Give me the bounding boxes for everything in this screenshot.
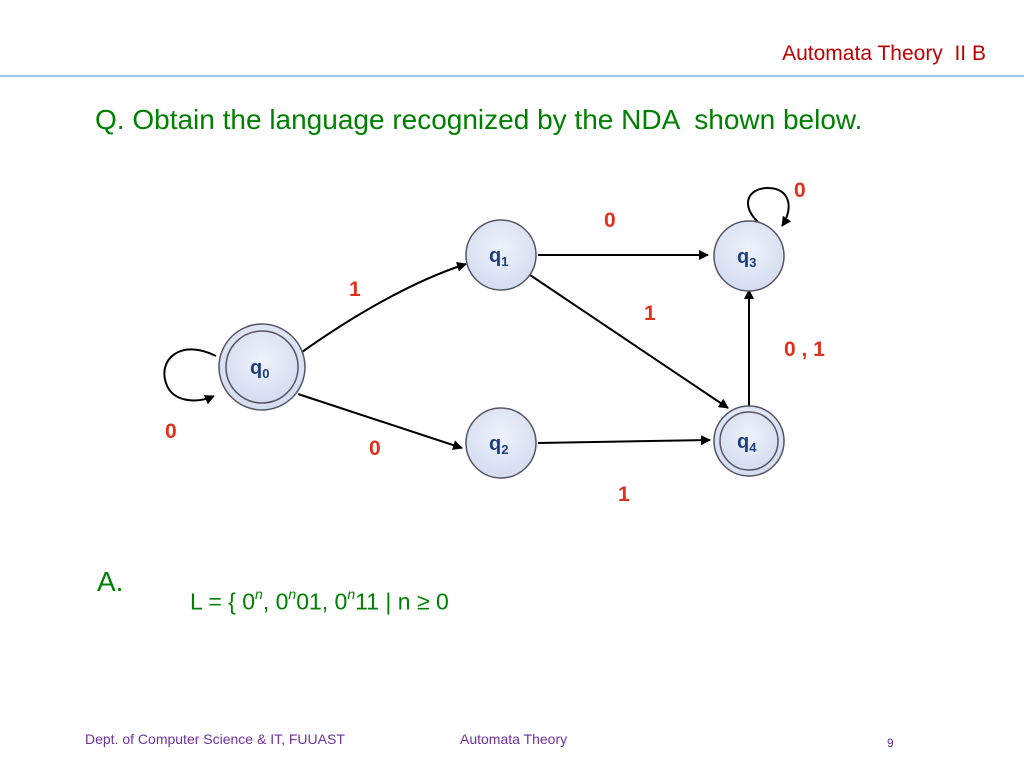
question-text: Q. Obtain the language recognized by the… — [95, 104, 863, 135]
edge-label-q2-q4: 1 — [618, 483, 630, 506]
edge-label-q0-q1: 1 — [349, 278, 361, 301]
edge-q1-q4 — [529, 274, 729, 409]
state-q4 — [713, 405, 785, 477]
footer-page-number: 9 — [887, 736, 894, 750]
edge-q3-q3 — [746, 186, 792, 227]
edge-q0-q0 — [163, 348, 217, 405]
state-q2 — [465, 407, 537, 479]
state-q3 — [713, 220, 785, 292]
edge-label-q0-q2: 0 — [369, 437, 381, 460]
edge-label-q1-q4: 1 — [644, 302, 656, 325]
state-q0 — [218, 323, 306, 411]
state-label-q2: q2 — [489, 433, 508, 457]
header-title: Automata Theory II B — [782, 42, 986, 65]
state-label-q1: q1 — [489, 245, 508, 269]
footer-course: Automata Theory — [460, 731, 568, 747]
state-label-q4: q4 — [737, 431, 757, 455]
header-divider — [0, 75, 1024, 77]
state-label-q0: q0 — [250, 357, 269, 381]
edge-q2-q4 — [537, 435, 711, 446]
state-q1 — [465, 219, 537, 291]
edge-label-q0-q0: 0 — [165, 420, 177, 443]
footer-department: Dept. of Computer Science & IT, FUUAST — [85, 731, 345, 747]
edge-label-q3-q3: 0 — [794, 179, 806, 202]
edge-label-q4-q3: 0 , 1 — [784, 338, 825, 361]
edge-q0-q1 — [301, 261, 467, 353]
answer-language: L = { 0n, 0n01, 0n11 | n ≥ 0 — [190, 586, 449, 615]
state-label-q3: q3 — [737, 246, 756, 270]
answer-marker: A. — [97, 566, 124, 597]
edge-q0-q2 — [297, 393, 463, 450]
edge-label-q1-q3: 0 — [604, 209, 616, 232]
